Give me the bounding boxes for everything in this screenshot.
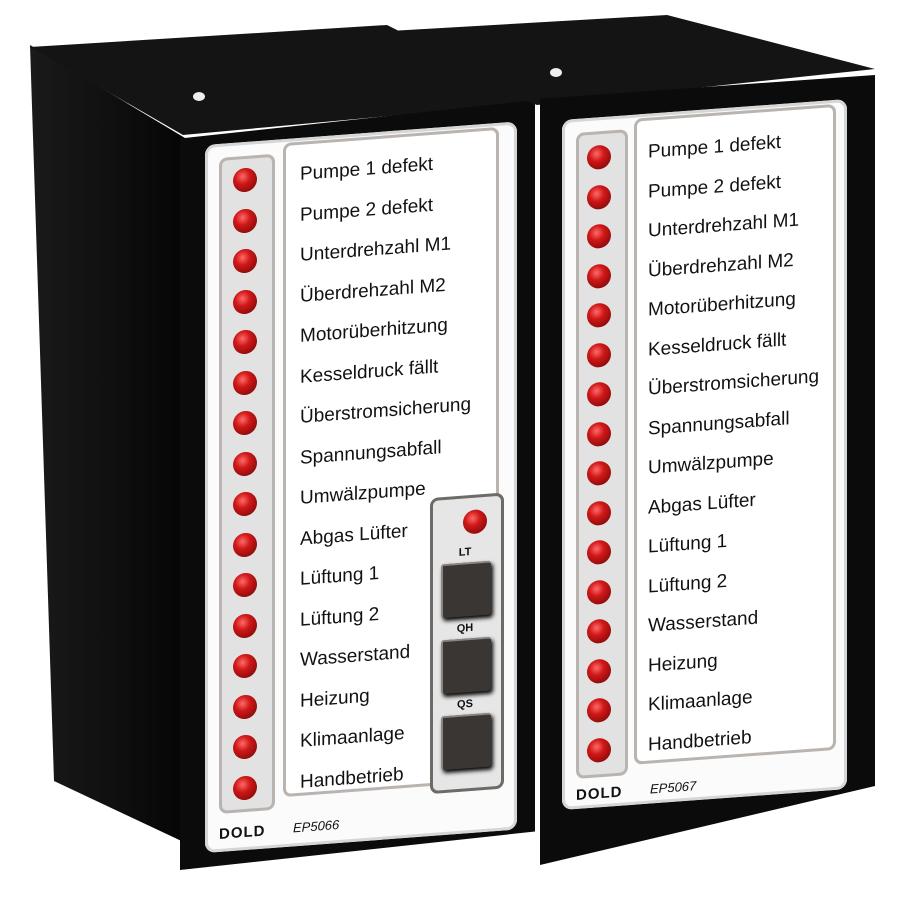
left-unit-indicator-dot	[193, 92, 205, 101]
model-number: EP5067	[650, 778, 697, 797]
brand-logo: DOLD	[576, 783, 623, 804]
button-label-lt: LT	[458, 545, 472, 559]
reset-led	[463, 508, 487, 535]
brand-logo: DOLD	[219, 822, 266, 843]
lt-button[interactable]	[441, 560, 491, 619]
qh-button[interactable]	[441, 636, 491, 695]
left-unit-side	[30, 45, 190, 845]
qs-button[interactable]	[441, 712, 491, 771]
button-label-qh: QH	[456, 621, 474, 636]
button-label-qs: QS	[457, 697, 473, 712]
right-unit-indicator-dot	[550, 68, 562, 77]
control-box: LT QH QS	[430, 492, 504, 795]
model-number: EP5066	[293, 816, 340, 836]
